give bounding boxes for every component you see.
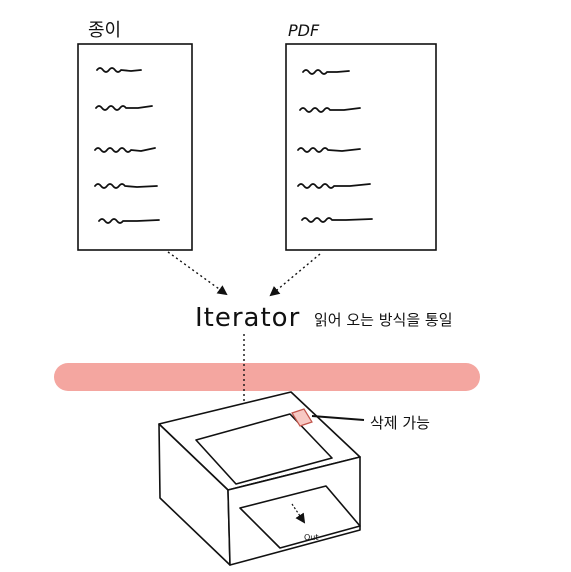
scribble-line: [297, 183, 371, 189]
scribble-line: [98, 218, 160, 224]
scribble-line: [94, 183, 158, 189]
divider-band: [54, 363, 480, 391]
control-label: 삭제 가능: [370, 414, 430, 432]
paper-document: 종이: [77, 20, 193, 251]
paper-input-slot: [195, 413, 333, 485]
control-callout-line: [311, 415, 365, 421]
pdf-document: PDF: [285, 21, 437, 251]
paper-text-lines: [94, 67, 160, 224]
printer: [158, 391, 361, 566]
iterator-description: 읽어 오는 방식을 통일: [314, 311, 453, 329]
pdf-page-outline: [285, 43, 437, 251]
output-label: Out: [304, 533, 319, 542]
printer-control-button: [291, 408, 313, 427]
pdf-text-lines: [297, 69, 373, 223]
scribble-line: [301, 217, 373, 223]
paper-page-outline: [77, 43, 193, 251]
scribble-line: [302, 69, 350, 75]
scribble-line: [94, 147, 156, 153]
pdf-label: PDF: [288, 21, 320, 40]
paper-label: 종이: [88, 20, 121, 41]
scribble-line: [96, 67, 142, 73]
scribble-line: [95, 105, 153, 111]
pdf-to-iterator-arrow: [269, 253, 321, 297]
paper-to-iterator-arrow: [167, 251, 228, 296]
scribble-line: [299, 107, 361, 113]
scribble-line: [297, 147, 361, 153]
iterator-label: Iterator: [195, 303, 300, 333]
